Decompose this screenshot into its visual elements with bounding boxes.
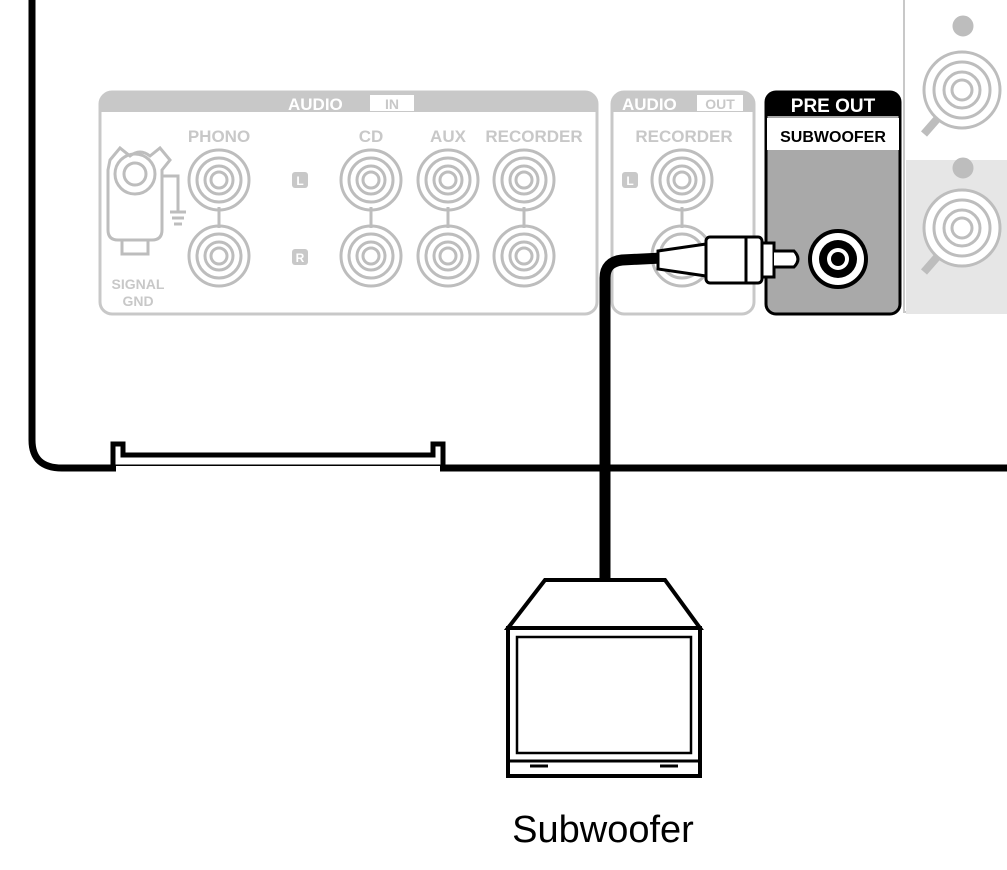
audio-in-title-tag: IN [385, 96, 399, 112]
phono-jack-left [187, 148, 251, 212]
amplifier-chassis [28, 0, 1007, 472]
phono-label: PHONO [188, 127, 250, 146]
subwoofer-out-jack [808, 229, 868, 289]
aux-label: AUX [430, 127, 467, 146]
recorder-in-label: RECORDER [485, 127, 582, 146]
cd-label: CD [359, 127, 384, 146]
subwoofer-caption: Subwoofer [512, 809, 694, 851]
signal-gnd-terminal [106, 145, 186, 256]
audio-out-title-tag: OUT [705, 96, 735, 112]
pre-out-title: PRE OUT [791, 96, 876, 117]
audio-in-group: AUDIO IN PHONO CD AUX RECORDER L R SIGNA… [98, 90, 599, 316]
cd-jack-left [339, 148, 403, 212]
terminal-lower [920, 157, 1002, 275]
audio-out-group: AUDIO OUT RECORDER L [610, 90, 756, 316]
subwoofer-cable [599, 235, 800, 580]
recorder-in-jack-left [492, 148, 556, 212]
channel-right-badge: R [296, 251, 305, 265]
recorder-in-jack-right [492, 224, 556, 288]
channel-left-badge: L [296, 174, 303, 188]
subwoofer-jack-label: SUBWOOFER [780, 129, 886, 146]
channel-out-left-badge: L [626, 174, 633, 188]
recorder-out-label: RECORDER [635, 127, 732, 146]
audio-in-title-word: AUDIO [288, 95, 343, 114]
recorder-out-jack-left [650, 148, 714, 212]
phono-jack-right [187, 224, 251, 288]
cd-jack-right [339, 224, 403, 288]
audio-out-title-word: AUDIO [622, 95, 677, 114]
terminal-upper [920, 15, 1002, 137]
signal-gnd-line2: GND [122, 293, 153, 309]
subwoofer-device [503, 578, 704, 778]
signal-gnd-line1: SIGNAL [112, 276, 165, 292]
aux-jack-right [416, 224, 480, 288]
speaker-terminals [903, 0, 1007, 314]
pre-out-group: PRE OUT SUBWOOFER [764, 90, 902, 316]
aux-jack-left [416, 148, 480, 212]
